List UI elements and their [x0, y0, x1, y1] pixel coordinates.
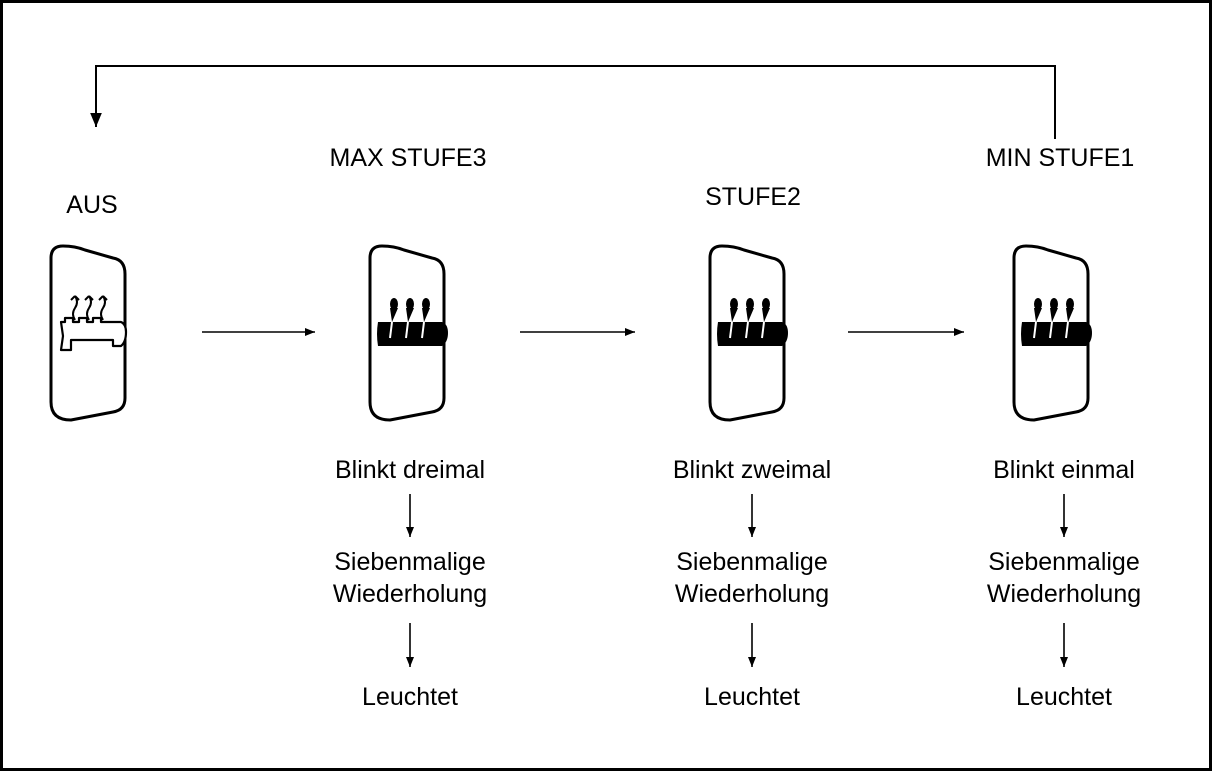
step-lit-label: Leuchtet — [362, 683, 458, 711]
state-title-min-stufe1: MIN STUFE1 — [985, 144, 1135, 172]
step-repeat-label: Siebenmalige Wiederholung — [986, 548, 1142, 608]
step-repeat-label: Siebenmalige Wiederholung — [674, 548, 830, 608]
switch-stufe2 — [708, 244, 789, 422]
state-title-stufe2: STUFE2 — [705, 183, 801, 211]
switch-max-stufe3 — [368, 244, 449, 422]
return-arrow — [90, 65, 1056, 139]
state-title-aus: AUS — [66, 191, 118, 219]
step-blink-label: Blinkt zweimal — [672, 456, 832, 484]
step-blink-label: Blinkt einmal — [993, 456, 1135, 484]
step-blink-label: Blinkt dreimal — [334, 456, 486, 484]
step-lit-label: Leuchtet — [704, 683, 800, 711]
switch-min-stufe1 — [1012, 244, 1093, 422]
step-lit-label: Leuchtet — [1016, 683, 1112, 711]
state-title-max-stufe3: MAX STUFE3 — [329, 144, 487, 172]
step-repeat-label: Siebenmalige Wiederholung — [332, 548, 488, 608]
switch-aus — [49, 244, 128, 422]
